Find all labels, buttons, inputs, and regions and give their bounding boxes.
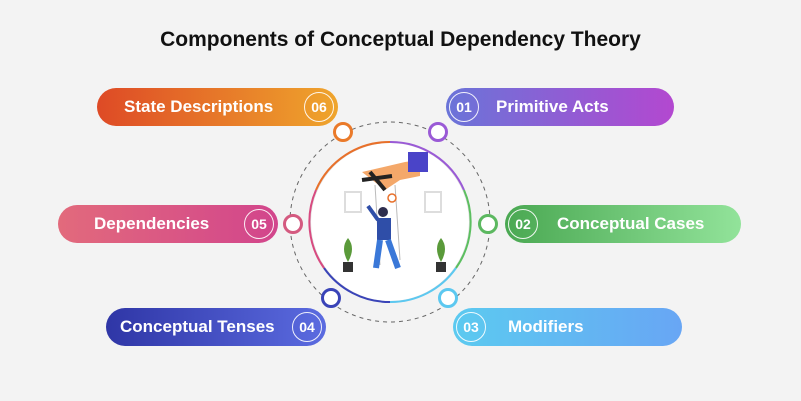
component-primitive-acts: 01 Primitive Acts [446, 88, 674, 126]
component-label: Primitive Acts [496, 97, 609, 116]
component-number: 03 [456, 312, 486, 342]
connector-ring-03 [438, 288, 458, 308]
component-label: Conceptual Tenses [120, 317, 275, 336]
component-number: 06 [304, 92, 334, 122]
component-number: 05 [244, 209, 274, 239]
puppeteer-hand-icon [361, 152, 428, 192]
connector-ring-06 [333, 122, 353, 142]
component-number: 04 [292, 312, 322, 342]
connector-ring-02 [478, 214, 498, 234]
page-title: Components of Conceptual Dependency Theo… [160, 28, 641, 51]
puppet-man-icon [366, 184, 401, 270]
component-state-descriptions: State Descriptions 06 [97, 88, 338, 126]
component-conceptual-tenses: Conceptual Tenses 04 [106, 308, 326, 346]
component-number: 01 [449, 92, 479, 122]
component-label: Dependencies [94, 214, 210, 233]
plant-icon [343, 238, 353, 272]
component-label: State Descriptions [124, 97, 274, 116]
component-dependencies: Dependencies 05 [58, 205, 278, 243]
component-modifiers: 03 Modifiers [453, 308, 682, 346]
component-label: Modifiers [508, 317, 584, 336]
connector-ring-05 [283, 214, 303, 234]
component-label: Conceptual Cases [557, 214, 705, 233]
component-number: 02 [508, 209, 538, 239]
component-conceptual-cases: 02 Conceptual Cases [505, 205, 741, 243]
connector-ring-04 [321, 288, 341, 308]
connector-ring-01 [428, 122, 448, 142]
plant-icon [436, 238, 446, 272]
